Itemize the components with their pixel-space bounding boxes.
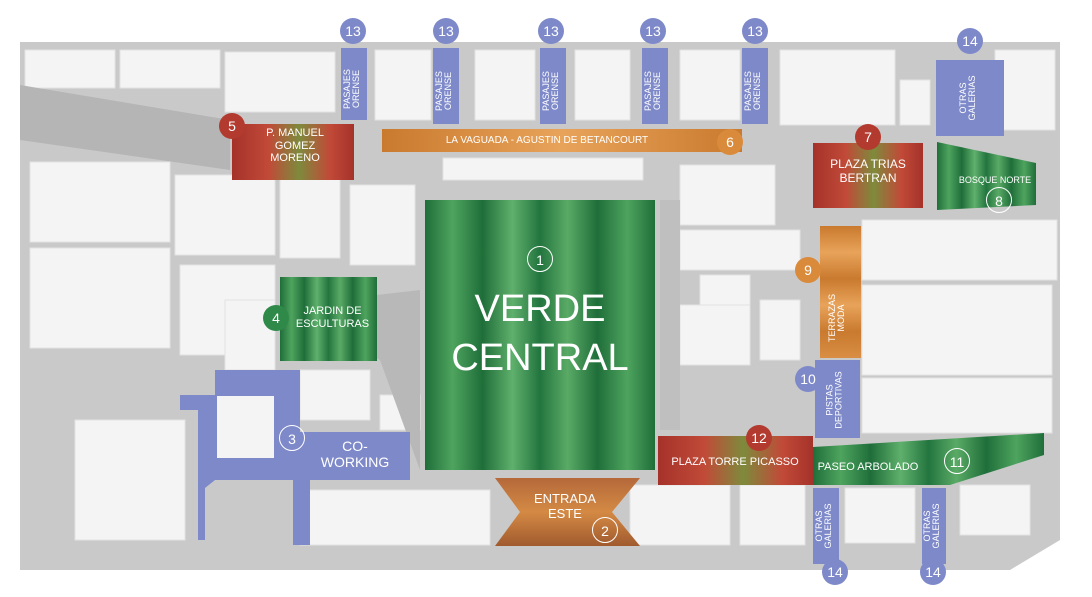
zone-10-label: PISTAS DEPORTIVAS	[824, 371, 844, 429]
zone-13-badge-c: 13	[538, 18, 564, 44]
zone-4-badge: 4	[263, 305, 289, 331]
zone-3-badge: 3	[279, 425, 305, 451]
zone-13-label-a: PASAJES ORENSE	[342, 69, 362, 109]
zone-2-label: ENTRADA ESTE	[533, 491, 597, 521]
zone-6-badge: 6	[717, 129, 743, 155]
zone-9-terrazas	[820, 226, 861, 358]
zone-12-label: PLAZA TORRE PICASSO	[671, 456, 799, 468]
zone-14-galerias	[813, 60, 1004, 564]
zone-4-jardin	[280, 277, 377, 361]
zone-14-label-b: OTRAS GALERIAS	[814, 503, 834, 549]
zone-14-badge-c: 14	[920, 559, 946, 585]
zone-5-plaza	[232, 124, 354, 180]
zone-13-badge-e: 13	[742, 18, 768, 44]
zone-8-bosque	[937, 142, 1036, 210]
zone-13-label-c: PASAJES ORENSE	[541, 71, 561, 111]
zone-1-verde-central	[425, 200, 655, 470]
zone-9-label: TERRAZAS MODA	[827, 294, 847, 343]
zone-7-badge: 7	[855, 124, 881, 150]
zone-6-label: LA VAGUADA - AGUSTIN DE BETANCOURT	[445, 135, 649, 146]
zone-14-label-a: OTRAS GALERIAS	[958, 75, 978, 121]
zone-13-label-d: PASAJES ORENSE	[643, 71, 663, 111]
zone-1-badge: 1	[527, 246, 553, 272]
zone-6-vaguada	[382, 129, 742, 152]
zone-13-badge-d: 13	[640, 18, 666, 44]
zone-11-label: PASEO ARBOLADO	[817, 461, 919, 473]
road-plaza-west	[290, 290, 420, 470]
zone-12-plaza	[658, 436, 813, 485]
zone-14-badge-a: 14	[957, 28, 983, 54]
zone-8-label: BOSQUE NORTE	[958, 175, 1032, 185]
zone-13-badge-a: 13	[340, 18, 366, 44]
road-west	[20, 85, 230, 170]
zone-3-courtyard	[217, 396, 274, 458]
road-plaza-east	[660, 200, 680, 430]
zone-13-label-e: PASAJES ORENSE	[743, 71, 763, 111]
zone-5-label: P. MANUEL GOMEZ MORENO	[266, 127, 324, 165]
zone-14-label-c: OTRAS GALERIAS	[922, 503, 942, 549]
zone-13-label-b: PASAJES ORENSE	[434, 71, 454, 111]
zone-4-label: JARDIN DE ESCULTURAS	[295, 305, 370, 330]
zone-11-paseo	[813, 433, 1044, 485]
zone-9-badge: 9	[795, 257, 821, 283]
zone-1-label: VERDE CENTRAL	[451, 288, 629, 380]
zone-13-pasajes	[341, 48, 768, 124]
zone-5-badge: 5	[219, 113, 245, 139]
zone-14-badge-b: 14	[822, 559, 848, 585]
zone-10-pistas	[815, 360, 860, 438]
zone-12-badge: 12	[746, 425, 772, 451]
zone-2-badge: 2	[592, 517, 618, 543]
zone-11-badge: 11	[944, 448, 970, 474]
zone-10-badge: 10	[795, 366, 821, 392]
zone-8-badge: 8	[986, 187, 1012, 213]
zone-13-badge-b: 13	[433, 18, 459, 44]
zone-3-label: CO- WORKING	[320, 438, 390, 471]
zone-7-label: PLAZA TRIAS BERTRAN	[830, 157, 906, 185]
zone-7-plaza	[813, 143, 923, 208]
